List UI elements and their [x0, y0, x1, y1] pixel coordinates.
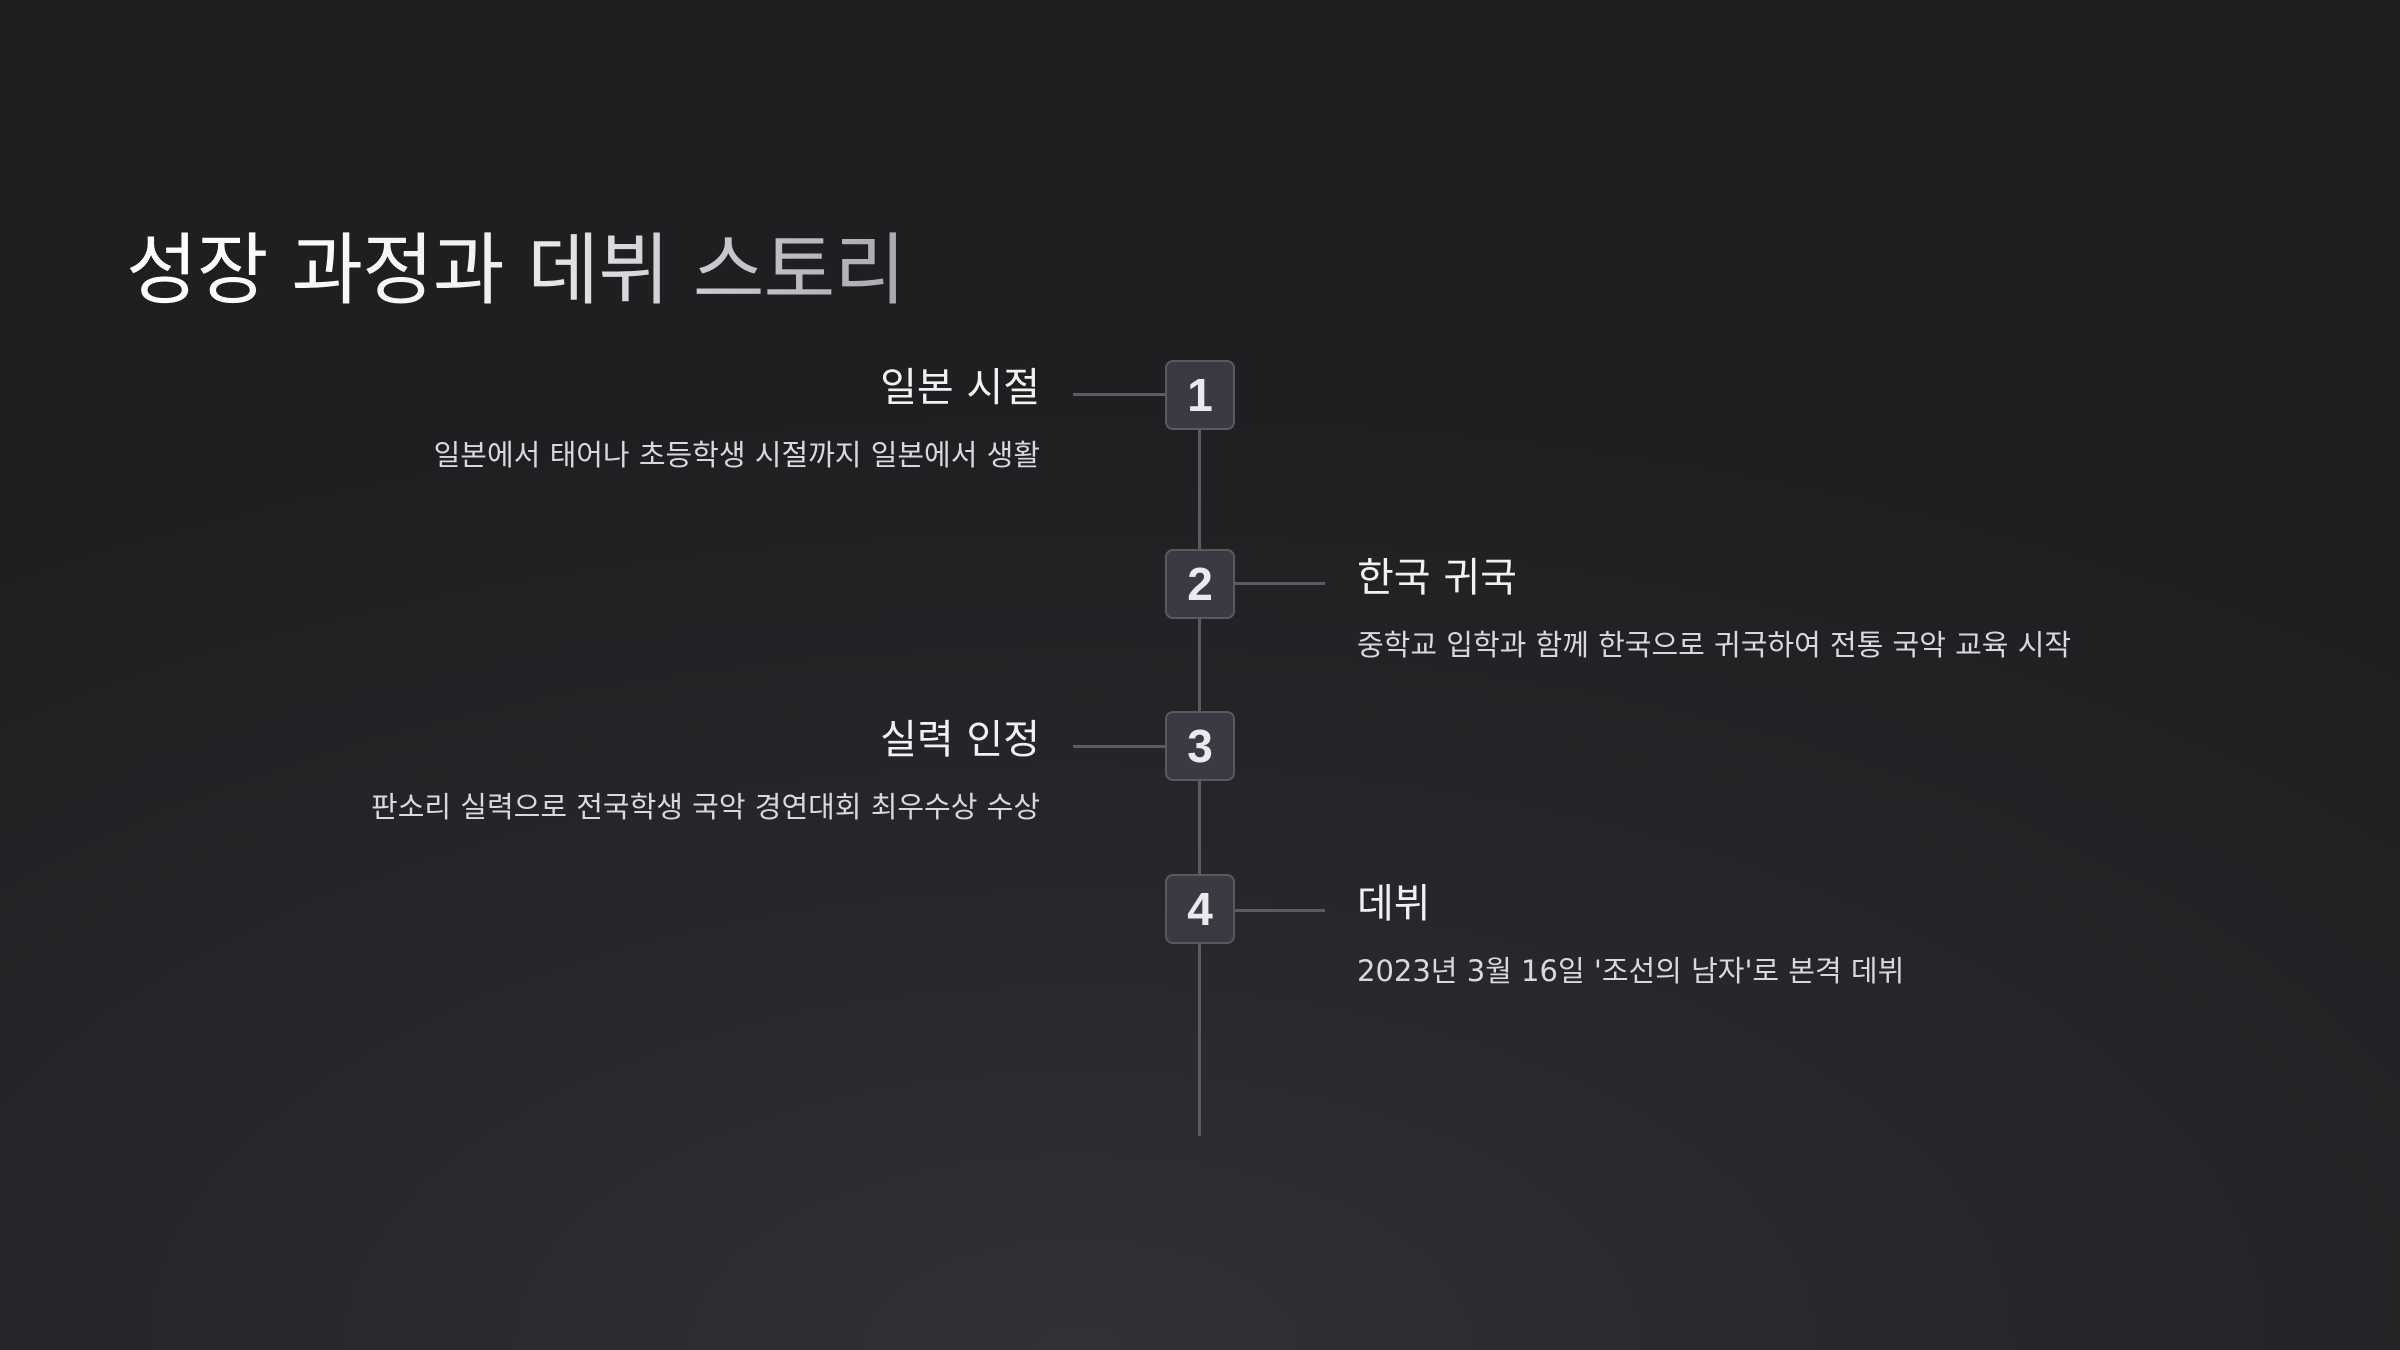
timeline-node-2: 2 — [1165, 549, 1235, 619]
page-title: 성장 과정과 데뷔 스토리 — [126, 208, 906, 320]
timeline-node-3: 3 — [1165, 711, 1235, 781]
timeline-event-title-2: 한국 귀국 — [1357, 555, 1517, 601]
timeline-event-1: 일본 시절 일본에서 태어나 초등학생 시절까지 일본에서 생활 — [434, 364, 1040, 473]
timeline-node-4: 4 — [1165, 874, 1235, 944]
timeline-event-title-4: 데뷔 — [1357, 881, 1431, 927]
timeline-connector-2 — [1233, 582, 1325, 585]
timeline-connector-4 — [1233, 909, 1325, 912]
timeline-number-4: 4 — [1187, 883, 1213, 935]
timeline-connector-1 — [1073, 393, 1167, 396]
timeline-event-4: 데뷔 2023년 3월 16일 '조선의 남자'로 본격 데뷔 — [1357, 880, 1904, 989]
timeline-event-2: 한국 귀국 중학교 입학과 함께 한국으로 귀국하여 전통 국악 교육 시작 — [1357, 554, 2071, 663]
timeline-event-title-1: 일본 시절 — [880, 365, 1040, 411]
timeline-event-description-4: 2023년 3월 16일 '조선의 남자'로 본격 데뷔 — [1357, 954, 1905, 988]
timeline-event-description-2: 중학교 입학과 함께 한국으로 귀국하여 전통 국악 교육 시작 — [1357, 628, 2072, 662]
timeline-event-3: 실력 인정 판소리 실력으로 전국학생 국악 경연대회 최우수상 수상 — [371, 716, 1040, 825]
timeline-number-3: 3 — [1187, 720, 1213, 772]
timeline-node-1: 1 — [1165, 360, 1235, 430]
timeline-event-description-3: 판소리 실력으로 전국학생 국악 경연대회 최우수상 수상 — [371, 790, 1040, 824]
timeline-event-description-1: 일본에서 태어나 초등학생 시절까지 일본에서 생활 — [433, 438, 1040, 472]
timeline-event-title-3: 실력 인정 — [880, 717, 1040, 763]
timeline-number-2: 2 — [1187, 558, 1213, 610]
timeline-connector-3 — [1073, 745, 1167, 748]
timeline-number-1: 1 — [1187, 369, 1213, 421]
